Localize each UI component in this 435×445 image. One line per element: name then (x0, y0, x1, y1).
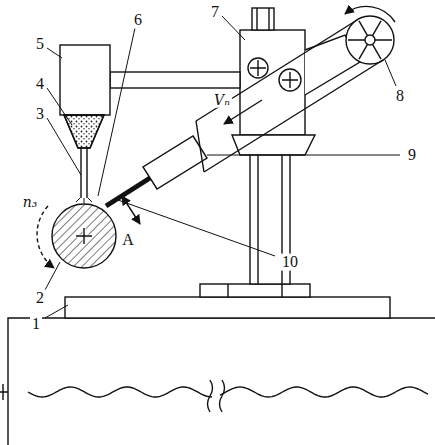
leader-line (45, 305, 68, 318)
callout-number: 4 (34, 76, 46, 93)
leader-line (385, 60, 396, 86)
spindle-sleeve (143, 136, 207, 189)
callout-number: 9 (406, 147, 418, 164)
workpiece (52, 204, 116, 268)
screw-cross (250, 60, 298, 88)
foot-bolts (228, 284, 282, 297)
rotation-arrow (37, 206, 54, 268)
leader-line (207, 155, 400, 156)
speed-symbol: n₃ (21, 195, 40, 210)
hopper-holder (60, 45, 110, 115)
leader-line (118, 200, 275, 256)
callout-number: 7 (209, 4, 221, 21)
knob-lines (257, 8, 269, 30)
table-plate (65, 297, 390, 318)
head-knob (252, 8, 274, 30)
tool-rod (106, 178, 150, 206)
column-lines (258, 150, 282, 284)
direction-label: A (120, 232, 136, 249)
callout-number: 2 (34, 290, 46, 307)
column-foot (200, 284, 310, 297)
belt-ends (196, 121, 204, 172)
leader-line (47, 118, 81, 175)
callout-number: 1 (30, 316, 42, 333)
table-bed (8, 318, 435, 445)
callout-number: 3 (34, 106, 46, 123)
lead-screw (28, 387, 428, 397)
callout-number: 8 (394, 88, 406, 105)
callout-number: 5 (34, 36, 46, 53)
break-lines (208, 380, 225, 412)
powder-stream (76, 198, 92, 203)
arm (110, 72, 240, 88)
rotation-arrow (345, 6, 395, 22)
centre-mark (76, 228, 92, 244)
leader-line (222, 16, 245, 40)
head-body (240, 30, 305, 135)
drive-belt (196, 20, 383, 172)
leader-line (45, 262, 60, 290)
oscillation-arrow (122, 196, 140, 224)
handwheel-stub (0, 384, 8, 400)
velocity-symbol: Vₙ (212, 93, 232, 108)
callout-number: 6 (132, 12, 144, 29)
pulley-hub (365, 35, 375, 45)
leader-line (47, 88, 72, 125)
head-bracket (232, 135, 315, 155)
leader-line (98, 28, 135, 196)
callout-number: 10 (280, 254, 300, 271)
pulley-spokes (348, 21, 392, 59)
feed-tube (81, 148, 87, 198)
powder-hopper (64, 115, 104, 148)
leader-line (47, 48, 62, 58)
hopper-outline (64, 115, 104, 148)
